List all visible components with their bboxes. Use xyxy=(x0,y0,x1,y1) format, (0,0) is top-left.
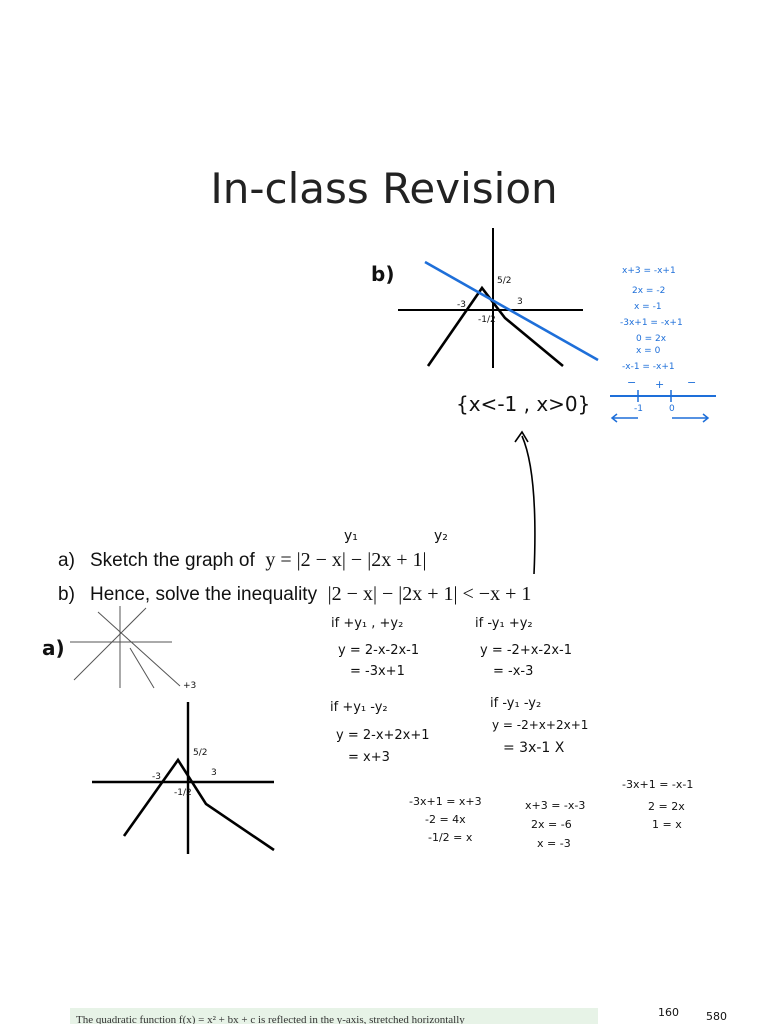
graph-a-label-left: -3 xyxy=(152,772,161,782)
blue-work-line: x = 0 xyxy=(636,346,661,356)
part-a-handwritten-label: a) xyxy=(42,636,65,660)
footer-text-strip: The quadratic function f(x) = x² + bx + … xyxy=(70,1008,598,1024)
question-b-text: Hence, solve the inequality xyxy=(90,584,318,605)
intersection-line: 2 = 2x xyxy=(648,800,685,813)
part-b-handwritten-label: b) xyxy=(371,262,395,286)
intersection-line: 2x = -6 xyxy=(531,818,572,831)
blue-work-line: 2x = -2 xyxy=(632,286,666,296)
intersection-line: -1/2 = x xyxy=(428,831,473,844)
case-line: = 3x-1 X xyxy=(503,740,565,756)
case-line: = -3x+1 xyxy=(350,664,405,679)
graph-b-sketch xyxy=(398,228,599,368)
intersection-line: x+3 = -x-3 xyxy=(525,799,586,812)
graph-b-blue-line xyxy=(424,260,599,362)
number-line-sign: − xyxy=(627,376,637,389)
solution-set: {x<-1 , x>0} xyxy=(456,392,591,416)
case-line: y = 2-x-2x-1 xyxy=(338,643,420,658)
graph-a-sketch xyxy=(92,702,275,854)
case-heading: if -y₁ -y₂ xyxy=(490,696,542,711)
case-line: y = -2+x+2x+1 xyxy=(492,718,589,732)
graph-b-label-left: -3 xyxy=(457,300,466,310)
graph-b-label-right: 3 xyxy=(517,297,523,307)
case-heading: if +y₁ -y₂ xyxy=(330,700,388,715)
intersection-line: -3x+1 = x+3 xyxy=(409,795,482,808)
y1-label: y₁ xyxy=(344,528,358,544)
case-line: = x+3 xyxy=(348,750,390,765)
blue-work-line: -x-1 = -x+1 xyxy=(622,362,675,372)
slide-title: In-class Revision xyxy=(210,164,558,213)
graph-b-label-below: -1/2 xyxy=(478,315,496,325)
case-line: = -x-3 xyxy=(493,664,534,679)
case-line: y = 2-x+2x+1 xyxy=(336,728,430,743)
graph-a-label-top: 5/2 xyxy=(193,748,208,758)
case-heading: if +y₁ , +y₂ xyxy=(331,616,404,631)
number-line xyxy=(610,390,716,423)
arrow-to-solution xyxy=(514,430,536,575)
case-heading: if -y₁ +y₂ xyxy=(475,616,533,631)
case-line: y = -2+x-2x-1 xyxy=(480,643,573,658)
question-a-text: Sketch the graph of xyxy=(90,550,255,571)
intersection-line: -3x+1 = -x-1 xyxy=(622,778,694,791)
question-a-math: y = |2 − x| − |2x + 1| xyxy=(265,549,427,571)
question-b: b) Hence, solve the inequality |2 − x| − … xyxy=(58,583,531,606)
intersection-line: 1 = x xyxy=(652,818,682,831)
graph-b-abs-curve xyxy=(426,285,564,368)
blue-work-line: -3x+1 = -x+1 xyxy=(620,318,683,328)
graph-a-label-right: 3 xyxy=(211,768,217,778)
graph-a-label-below: -1/2 xyxy=(174,788,192,798)
corner-number: 580 xyxy=(706,1010,727,1023)
blue-work-line: 0 = 2x xyxy=(636,334,667,344)
y2-label: y₂ xyxy=(434,528,448,544)
intersection-line: x = -3 xyxy=(537,837,571,850)
graph-b-label-top: 5/2 xyxy=(497,276,512,286)
question-a-label: a) xyxy=(58,550,75,571)
graph-a-abs-curve xyxy=(122,757,275,852)
question-a: a) Sketch the graph of y = |2 − x| − |2x … xyxy=(58,549,426,572)
number-line-sign: + xyxy=(655,378,665,391)
rough-sketch xyxy=(70,606,181,689)
number-line-sign: − xyxy=(687,376,697,389)
intersection-line: -2 = 4x xyxy=(425,813,466,826)
rough-sketch-label: +3 xyxy=(183,681,197,691)
question-b-label: b) xyxy=(58,584,75,605)
number-line-tick: 0 xyxy=(669,404,675,414)
corner-number: 160 xyxy=(658,1006,679,1019)
blue-work-line: x = -1 xyxy=(634,302,662,312)
number-line-tick: -1 xyxy=(634,404,643,414)
blue-work-line: x+3 = -x+1 xyxy=(622,266,676,276)
question-b-math: |2 − x| − |2x + 1| < −x + 1 xyxy=(327,583,532,605)
